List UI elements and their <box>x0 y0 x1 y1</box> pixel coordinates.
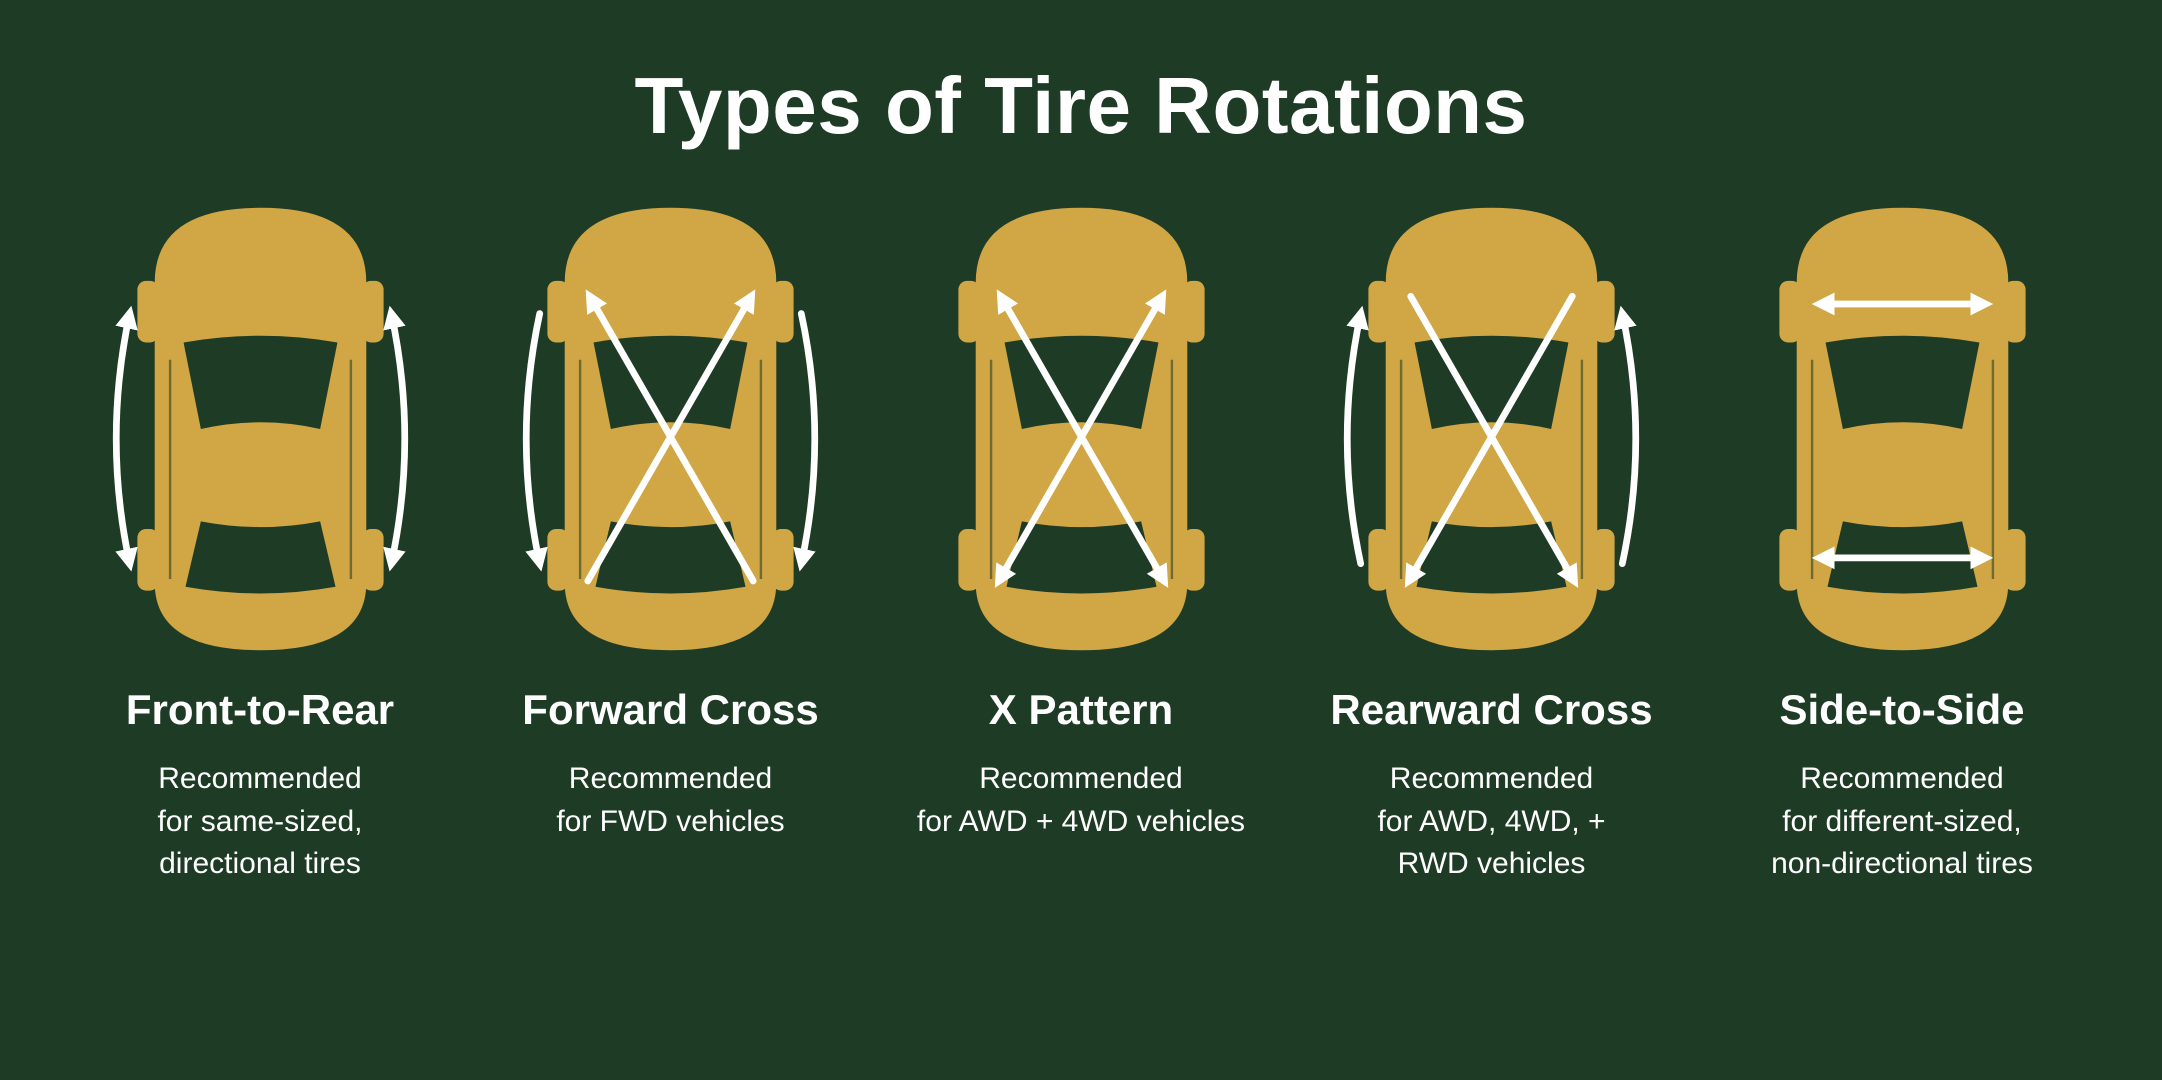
rotation-name: Forward Cross <box>522 686 819 733</box>
rotation-description: Recommended for AWD + 4WD vehicles <box>916 762 1246 838</box>
card-side-to-side: Side-to-Side Recommended for different-s… <box>1702 198 2102 886</box>
car-diagram-front-to-rear <box>112 207 408 651</box>
rotation-description: Recommended for same-sized, directional … <box>157 762 363 881</box>
rotation-description: Recommended for AWD, 4WD, + RWD vehicles <box>1377 762 1606 881</box>
rotation-description: Recommended for different-sized, non-dir… <box>1771 762 2033 881</box>
infographic-title: Types of Tire Rotations <box>634 61 1528 150</box>
rotation-name: Side-to-Side <box>1779 686 2025 733</box>
car-diagram-x-pattern <box>957 207 1205 651</box>
card-rearward-cross: Rearward Cross Recommended for AWD, 4WD,… <box>1292 198 1692 886</box>
rotation-name: Front-to-Rear <box>125 686 395 733</box>
car-diagram-side-to-side <box>1778 207 2026 651</box>
card-x-pattern: X Pattern Recommended for AWD + 4WD vehi… <box>881 198 1281 886</box>
car-diagram-forward-cross <box>522 207 819 651</box>
rotation-name: Rearward Cross <box>1330 686 1653 733</box>
rotation-description: Recommended for FWD vehicles <box>556 762 785 838</box>
rotation-cards-row: Front-to-Rear Recommended for same-sized… <box>0 198 2162 886</box>
rotation-name: X Pattern <box>988 686 1174 733</box>
card-front-to-rear: Front-to-Rear Recommended for same-sized… <box>60 198 460 886</box>
card-forward-cross: Forward Cross Recommended for FWD vehicl… <box>471 198 871 886</box>
car-diagram-rearward-cross <box>1343 207 1640 651</box>
